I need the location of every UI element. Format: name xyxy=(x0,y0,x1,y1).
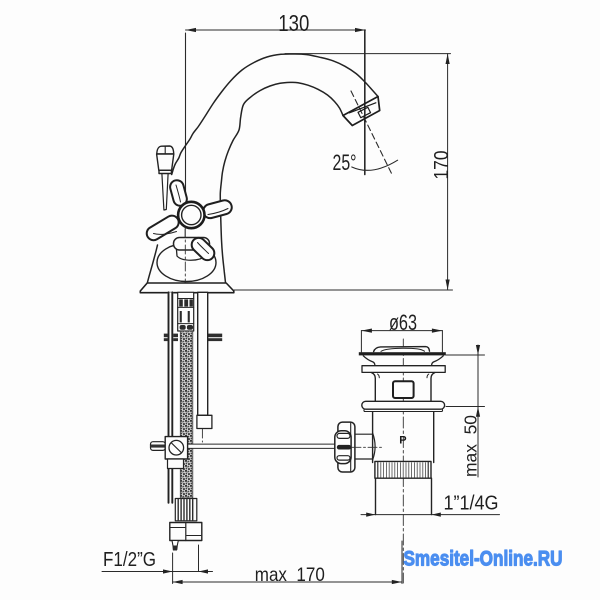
svg-text:max 50: max 50 xyxy=(461,415,481,477)
svg-text:ø63: ø63 xyxy=(389,310,417,335)
svg-text:Smesitel-Online.RU: Smesitel-Online.RU xyxy=(404,547,563,570)
svg-text:max 170: max 170 xyxy=(255,564,325,586)
svg-text:P: P xyxy=(399,435,406,447)
svg-text:130: 130 xyxy=(278,10,309,36)
svg-text:25°: 25° xyxy=(333,150,357,175)
svg-text:1”1/4G: 1”1/4G xyxy=(444,493,499,515)
svg-text:170: 170 xyxy=(431,151,453,180)
svg-text:F1/2”G: F1/2”G xyxy=(103,549,156,571)
